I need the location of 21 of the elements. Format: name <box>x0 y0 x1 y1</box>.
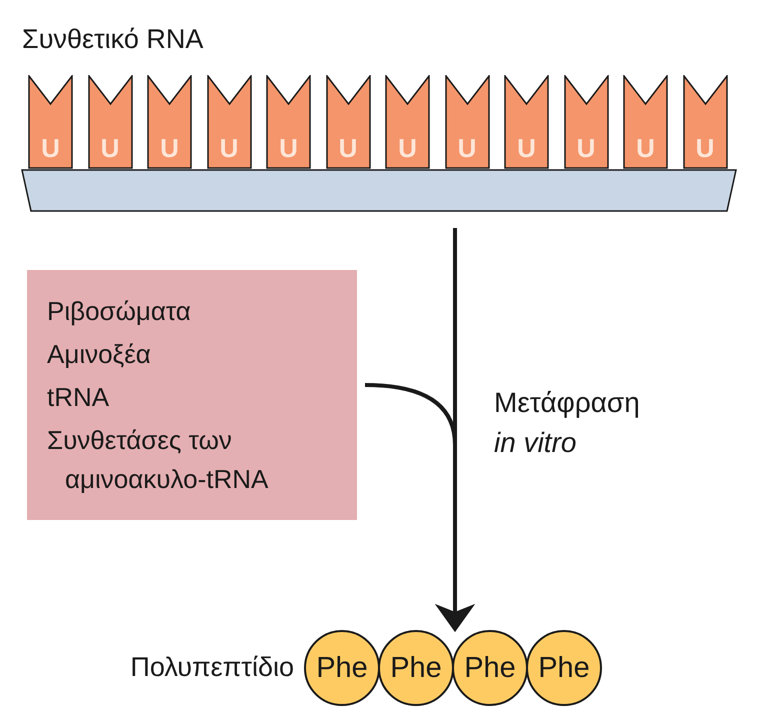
nucleotide: U <box>385 75 430 169</box>
nucleotide: U <box>623 75 668 169</box>
reagent-label: Αμινοξέα <box>47 338 152 371</box>
reagent-label: Ριβοσώματα <box>47 295 192 328</box>
nucleotide: U <box>206 75 252 169</box>
reagent-label: Συνθετάσες των αμινοακυλο-tRNA <box>47 424 270 496</box>
nucleotide: U <box>444 75 490 169</box>
nucleotide: U <box>88 75 132 169</box>
nucleotide: U <box>266 75 311 169</box>
nucleotide: U <box>28 75 73 169</box>
nucleotide: U <box>682 75 728 169</box>
nucleotide: U <box>564 75 608 169</box>
nucleotide: U <box>326 75 370 169</box>
rna-backbone <box>21 169 737 212</box>
heading: Συνθετικό RNA <box>22 26 204 53</box>
reagent-label: tRNA <box>47 381 110 414</box>
nucleotide: U <box>504 75 549 169</box>
nucleotide: U <box>147 75 192 169</box>
arrow <box>364 383 475 632</box>
node-caption: Πολυπεπτίδιο <box>130 654 294 681</box>
reagent-box <box>27 270 357 520</box>
